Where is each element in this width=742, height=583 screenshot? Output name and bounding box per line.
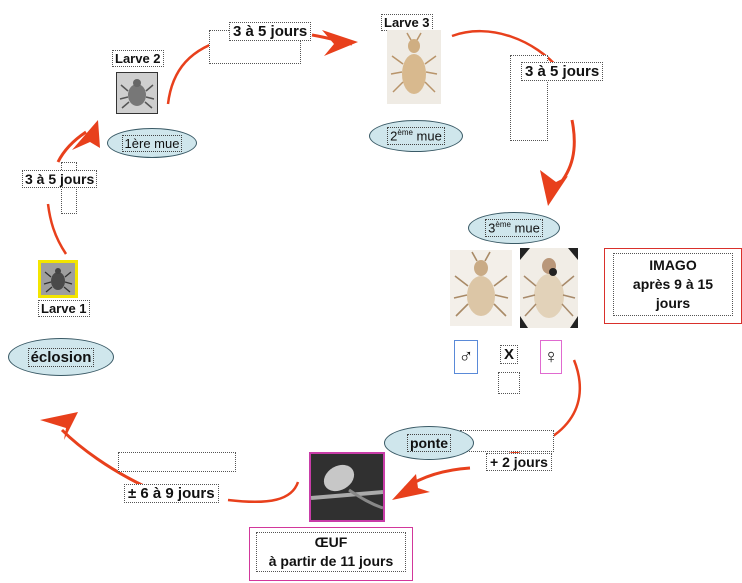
ponte-ellipse: ponte bbox=[384, 426, 474, 460]
arrow-right-to-imago bbox=[556, 119, 576, 187]
imago-inner: IMAGO après 9 à 15 jours bbox=[613, 253, 733, 316]
mue3-ellipse: 3ème mue bbox=[468, 212, 560, 244]
larve1-label: Larve 1 bbox=[38, 300, 90, 317]
eclosion-label: éclosion bbox=[27, 347, 95, 367]
duration-egg-box bbox=[118, 452, 236, 472]
larve3-label: Larve 3 bbox=[381, 14, 433, 31]
duration-right-label: 3 à 5 jours bbox=[521, 62, 604, 81]
oeuf-inner: ŒUF à partir de 11 jours bbox=[256, 532, 406, 572]
arrow-oeuf-to-duration bbox=[227, 481, 300, 504]
duration-left-label: 3 à 5 jours bbox=[22, 170, 98, 188]
ponte-duration-box bbox=[460, 430, 554, 452]
larve2-label: Larve 2 bbox=[112, 50, 164, 67]
imago-box: IMAGO après 9 à 15 jours bbox=[604, 248, 742, 324]
arrow-left-to-mue1 bbox=[56, 130, 87, 163]
arrow-duration-to-eclosion bbox=[60, 428, 149, 490]
larve3-photo bbox=[387, 30, 441, 104]
arrowhead-ponte bbox=[392, 474, 430, 500]
arrowhead-left bbox=[72, 120, 100, 150]
larve2-photo bbox=[116, 72, 158, 114]
arrowhead-right bbox=[540, 170, 568, 206]
louse-icon bbox=[520, 248, 578, 328]
louse-icon bbox=[117, 73, 157, 113]
imago-line3: jours bbox=[655, 295, 691, 311]
mue2-ellipse: 2ème mue bbox=[369, 120, 463, 152]
larve1-photo bbox=[38, 260, 78, 298]
arrowhead-top bbox=[322, 30, 358, 56]
louse-icon bbox=[41, 263, 75, 295]
female-symbol-box: ♀ bbox=[540, 340, 562, 374]
arrow-larve3-to-right bbox=[451, 29, 561, 71]
arrow-larve1-to-left bbox=[46, 203, 68, 255]
arrowhead-bottom-left bbox=[40, 412, 78, 440]
mue1-ellipse: 1ère mue bbox=[107, 128, 197, 158]
mue1-label: 1ère mue bbox=[121, 134, 183, 152]
imago-line2: après 9 à 15 bbox=[632, 276, 714, 292]
cross-box bbox=[498, 372, 520, 394]
duration-egg-label: ± 6 à 9 jours bbox=[124, 484, 219, 503]
ponte-label: ponte bbox=[406, 434, 452, 452]
adult-male-photo bbox=[450, 250, 512, 326]
female-symbol: ♀ bbox=[543, 345, 559, 368]
oeuf-title: ŒUF bbox=[314, 534, 348, 550]
male-symbol: ♂ bbox=[458, 345, 474, 368]
male-symbol-box: ♂ bbox=[454, 340, 478, 374]
duration-top-label: 3 à 5 jours bbox=[229, 22, 312, 41]
oeuf-photo bbox=[309, 452, 385, 522]
louse-icon bbox=[387, 30, 441, 104]
egg-icon bbox=[310, 454, 384, 520]
oeuf-box: ŒUF à partir de 11 jours bbox=[249, 527, 413, 581]
eclosion-ellipse: éclosion bbox=[8, 338, 114, 376]
mue3-label: 3ème mue bbox=[485, 219, 543, 237]
duration-ponte-label: + 2 jours bbox=[486, 453, 552, 471]
imago-title: IMAGO bbox=[649, 257, 697, 273]
adult-female-photo bbox=[520, 248, 578, 328]
oeuf-line2: à partir de 11 jours bbox=[268, 553, 394, 569]
louse-icon bbox=[450, 250, 512, 326]
mue2-label: 2ème mue bbox=[387, 127, 445, 145]
cross-label: X bbox=[500, 345, 519, 364]
